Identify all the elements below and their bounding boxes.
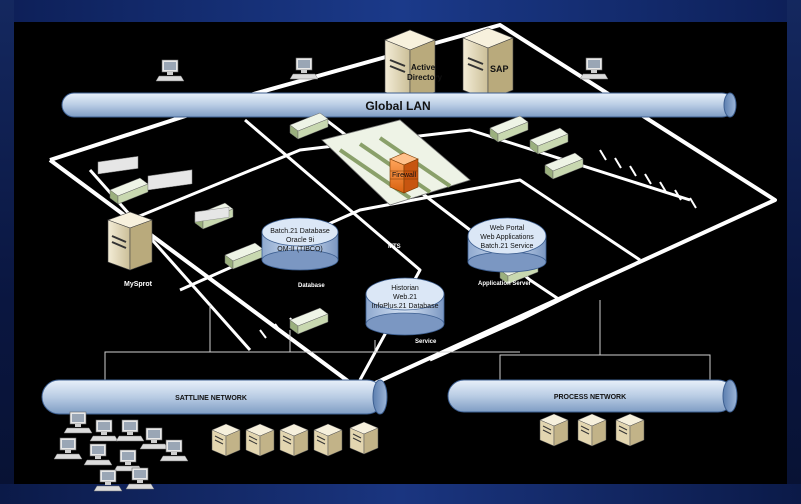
- database-fragment-label: Database: [298, 283, 325, 289]
- pc-icon: [93, 469, 123, 492]
- mts-fragment-label: MTS: [388, 244, 401, 250]
- label-tag: [147, 169, 193, 191]
- service-fragment-label: Service: [415, 339, 437, 345]
- server-box-icon: [539, 413, 569, 447]
- web-portal-node: Web Portal Web Applications Batch.21 Ser…: [467, 217, 547, 273]
- pc-icon: [115, 419, 145, 442]
- sattline-network-label: SATTLINE NETWORK: [175, 395, 247, 402]
- active-directory-server-icon: Active Directory: [384, 29, 443, 103]
- batch-db-line3: OM-II (TIBCO): [277, 246, 323, 253]
- active-directory-label-line2: Directory: [407, 73, 443, 82]
- sap-server-icon: SAP: [462, 27, 514, 101]
- historian-line1: Historian: [391, 285, 419, 292]
- active-directory-label-line1: Active: [411, 63, 436, 72]
- pc-icon: [63, 411, 93, 434]
- historian-node: Historian Web.21 InfoPlus.21 Database: [365, 277, 445, 336]
- batch-database-node: Batch.21 Database Oracle 9i OM-II (TIBCO…: [261, 217, 339, 271]
- firewall-icon: Firewall: [389, 152, 419, 194]
- process-servers: [539, 413, 645, 447]
- web-portal-line3: Batch.21 Service: [481, 243, 534, 250]
- historian-line2: Web.21: [393, 294, 417, 301]
- pc-icon: [139, 427, 169, 450]
- rack-icon: [224, 242, 264, 270]
- rack-icon: [109, 177, 149, 205]
- sap-label: SAP: [490, 64, 509, 74]
- rack-icon: [489, 115, 529, 143]
- web-portal-line2: Web Applications: [480, 234, 534, 241]
- pc-icon: [579, 57, 609, 80]
- batch-db-line1: Batch.21 Database: [270, 228, 330, 235]
- title-bar-band: [0, 0, 801, 22]
- sattline-servers: [211, 421, 379, 457]
- global-lan-label: Global LAN: [365, 99, 430, 113]
- sattline-network-bus: SATTLINE NETWORK: [41, 379, 388, 415]
- server-box-icon: [245, 423, 275, 457]
- global-lan-bus: Global LAN: [61, 92, 737, 118]
- pc-icon: [83, 443, 113, 466]
- label-tag: [194, 206, 230, 223]
- process-network-bus: PROCESS NETWORK: [447, 379, 738, 413]
- left-tower-server-icon: [107, 211, 153, 271]
- server-box-icon: [211, 423, 241, 457]
- pc-icon: [155, 59, 185, 82]
- rack-icon: [289, 307, 329, 335]
- pc-icon: [89, 419, 119, 442]
- server-box-icon: [615, 413, 645, 447]
- right-frame-band: [787, 0, 801, 504]
- pc-icon: [159, 439, 189, 462]
- firewall-label: Firewall: [392, 172, 417, 179]
- connector-lines: [104, 300, 711, 380]
- server-box-icon: [279, 423, 309, 457]
- pc-icon: [289, 57, 319, 80]
- web-portal-line1: Web Portal: [490, 225, 525, 232]
- batch-db-line2: Oracle 9i: [286, 237, 314, 244]
- osprey-fragment-label: MySprot: [124, 281, 153, 288]
- application-server-fragment-label: Application Server: [478, 281, 532, 287]
- bottom-frame-band: [0, 484, 801, 504]
- rack-icon: [529, 127, 569, 155]
- label-tag: [97, 156, 139, 175]
- process-network-label: PROCESS NETWORK: [554, 394, 626, 401]
- server-box-icon: [577, 413, 607, 447]
- sattline-workstations: [53, 411, 189, 492]
- server-box-icon: [313, 423, 343, 457]
- pc-icon: [53, 437, 83, 460]
- historian-line3: InfoPlus.21 Database: [372, 303, 439, 310]
- server-box-icon: [349, 421, 379, 455]
- left-frame-band: [0, 0, 14, 504]
